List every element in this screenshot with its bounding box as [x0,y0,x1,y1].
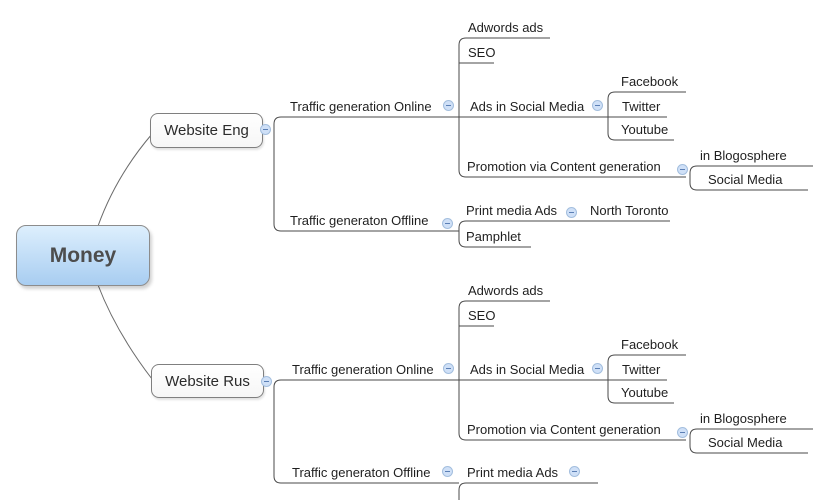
minus-glyph [445,223,450,224]
main-topic-label: Website Rus [165,372,250,390]
topic-rus-twitter[interactable]: Twitter [622,362,661,377]
minus-glyph [595,368,600,369]
minus-glyph [569,212,574,213]
root-topic-money[interactable]: Money [16,225,150,286]
connector-root-to-rus [97,284,153,380]
collapse-icon-eng-offline[interactable] [442,218,453,229]
topic-eng-youtube[interactable]: Youtube [621,122,669,137]
topic-rus-traffic-online[interactable]: Traffic generation Online [292,362,434,377]
topic-eng-print-media-ads[interactable]: Print media Ads [466,203,558,218]
minus-glyph [263,129,268,130]
main-topic-website-rus[interactable]: Website Rus [151,364,264,398]
collapse-icon-rus-social[interactable] [592,363,603,374]
collapse-icon-rus[interactable] [261,376,272,387]
topic-rus-seo[interactable]: SEO [468,308,496,323]
topic-rus-ads-social-media[interactable]: Ads in Social Media [470,362,585,377]
collapse-icon-rus-promotion[interactable] [677,427,688,438]
collapse-icon-eng-print[interactable] [566,207,577,218]
topic-eng-in-blogosphere[interactable]: in Blogosphere [700,148,787,163]
root-topic-label: Money [49,243,117,267]
main-topic-label: Website Eng [164,122,249,139]
minus-glyph [680,169,685,170]
topic-rus-social-media[interactable]: Social Media [708,435,783,450]
collapse-icon-eng[interactable] [260,124,271,135]
topic-rus-traffic-offline[interactable]: Traffic generaton Offline [292,465,431,480]
topic-eng-promotion[interactable]: Promotion via Content generation [467,159,661,174]
collapse-icon-eng-social[interactable] [592,100,603,111]
branch-rus-offline-children [458,482,598,500]
topic-rus-facebook[interactable]: Facebook [621,337,679,352]
topic-eng-twitter[interactable]: Twitter [622,99,661,114]
collapse-icon-eng-online[interactable] [443,100,454,111]
topic-eng-seo[interactable]: SEO [468,45,496,60]
collapse-icon-rus-online[interactable] [443,363,454,374]
main-topic-website-eng[interactable]: Website Eng [150,113,263,148]
topic-rus-youtube[interactable]: Youtube [621,385,669,400]
topic-rus-adwords-ads[interactable]: Adwords ads [468,283,544,298]
topic-eng-facebook[interactable]: Facebook [621,74,679,89]
topic-rus-print-media-ads[interactable]: Print media Ads [467,465,559,480]
minus-glyph [572,471,577,472]
minus-glyph [446,105,451,106]
connector-root-to-eng [97,133,153,227]
topic-rus-in-blogosphere[interactable]: in Blogosphere [700,411,787,426]
topic-eng-traffic-offline[interactable]: Traffic generaton Offline [290,213,429,228]
topic-rus-promotion[interactable]: Promotion via Content generation [467,422,661,437]
topic-eng-ads-social-media[interactable]: Ads in Social Media [470,99,585,114]
collapse-icon-eng-promotion[interactable] [677,164,688,175]
topic-eng-pamphlet[interactable]: Pamphlet [466,229,521,244]
topic-eng-traffic-online[interactable]: Traffic generation Online [290,99,432,114]
minus-glyph [680,432,685,433]
topic-eng-social-media[interactable]: Social Media [708,172,783,187]
collapse-icon-rus-print[interactable] [569,466,580,477]
minus-glyph [264,381,269,382]
collapse-icon-rus-offline[interactable] [442,466,453,477]
minus-glyph [446,368,451,369]
minus-glyph [595,105,600,106]
topic-eng-adwords-ads[interactable]: Adwords ads [468,20,544,35]
minus-glyph [445,471,450,472]
topic-eng-north-toronto[interactable]: North Toronto [590,203,669,218]
